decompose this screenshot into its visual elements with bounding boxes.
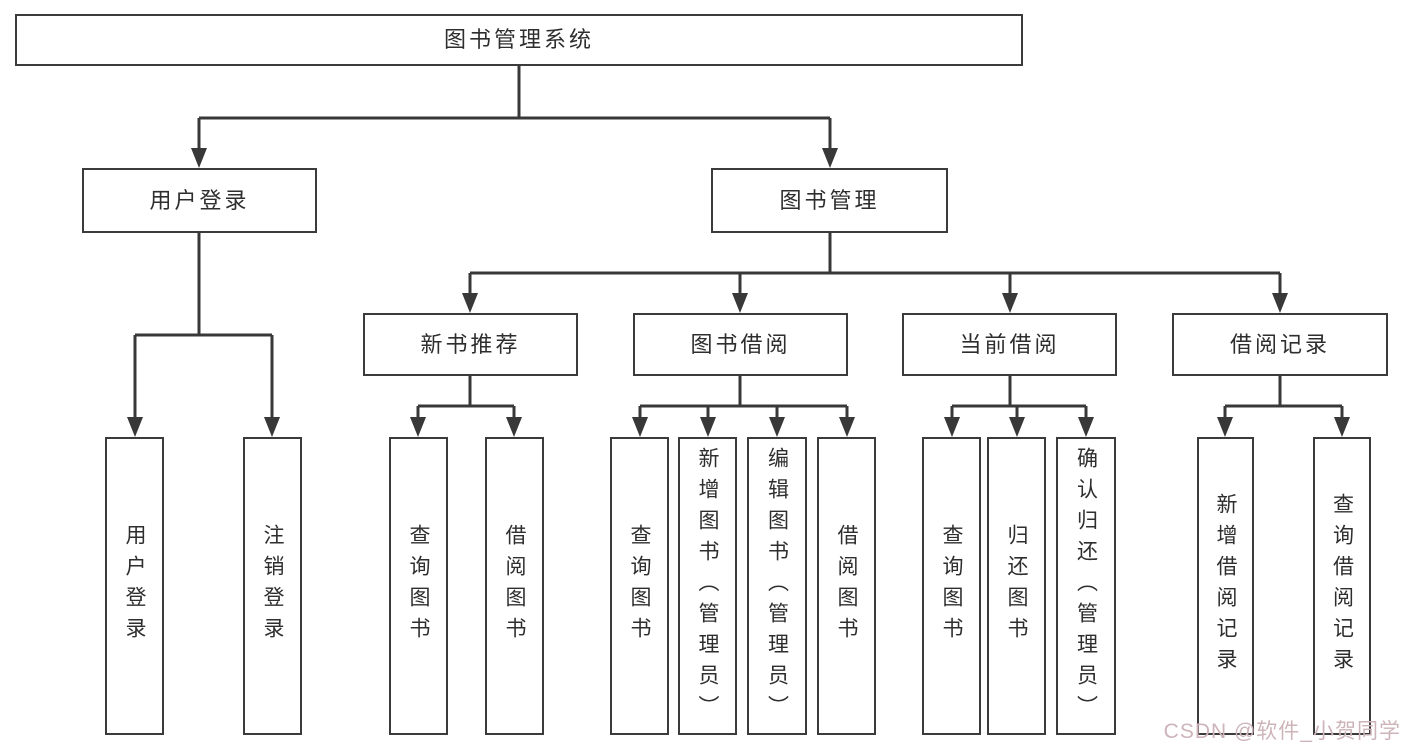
leaf-user-login: 用户登录 bbox=[105, 437, 164, 735]
leaf-borrow-edit-book-admin: 编辑图书（管理员） bbox=[747, 437, 807, 735]
node-new-book-recommend: 新书推荐 bbox=[363, 313, 578, 376]
leaf-current-return-book: 归还图书 bbox=[987, 437, 1046, 735]
leaf-record-add-borrow-record: 新增借阅记录 bbox=[1197, 437, 1254, 735]
node-user-login: 用户登录 bbox=[82, 168, 317, 233]
leaf-logout: 注销登录 bbox=[243, 437, 302, 735]
csdn-watermark: CSDN @软件_小贺同学 bbox=[1163, 720, 1401, 743]
leaf-record-query-borrow-record: 查询借阅记录 bbox=[1313, 437, 1371, 735]
leaf-recommend-borrow-book: 借阅图书 bbox=[485, 437, 544, 735]
node-book-management: 图书管理 bbox=[711, 168, 948, 233]
leaf-borrow-borrow-book: 借阅图书 bbox=[817, 437, 876, 735]
node-current-borrow: 当前借阅 bbox=[902, 313, 1117, 376]
node-root: 图书管理系统 bbox=[15, 14, 1023, 66]
connector-shafts bbox=[133, 66, 1344, 419]
leaf-recommend-query-book: 查询图书 bbox=[389, 437, 448, 735]
leaf-borrow-query-book: 查询图书 bbox=[610, 437, 669, 735]
arrowheads bbox=[127, 148, 1350, 437]
node-borrow-record: 借阅记录 bbox=[1172, 313, 1388, 376]
leaf-borrow-add-book-admin: 新增图书（管理员） bbox=[678, 437, 737, 735]
leaf-current-query-book: 查询图书 bbox=[922, 437, 981, 735]
node-book-borrow: 图书借阅 bbox=[633, 313, 848, 376]
leaf-current-confirm-return-admin: 确认归还（管理员） bbox=[1056, 437, 1116, 735]
